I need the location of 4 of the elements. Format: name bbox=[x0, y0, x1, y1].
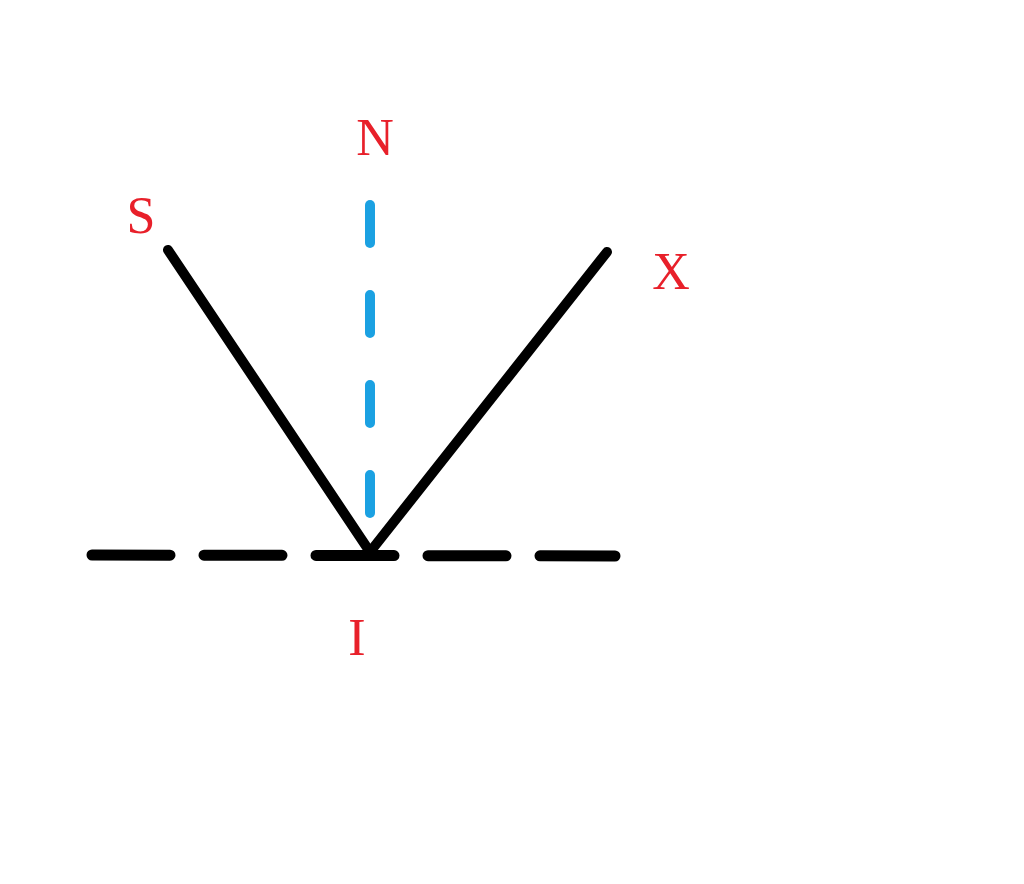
point-label: S bbox=[120, 190, 162, 242]
point-label: N bbox=[350, 112, 400, 164]
point-label: I bbox=[344, 612, 370, 664]
point-label: X bbox=[645, 246, 697, 298]
